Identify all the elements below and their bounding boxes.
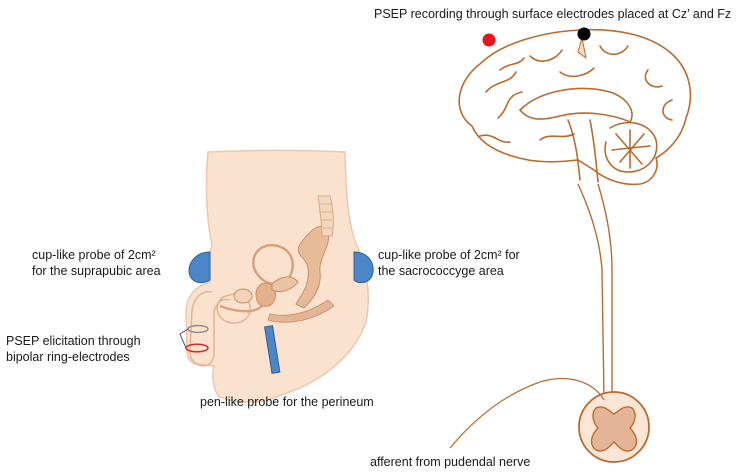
sacrum-stripes (319, 203, 332, 229)
seminal-vesicle (271, 276, 299, 293)
psep-elicitation-label-line1: PSEP elicitation through (6, 334, 141, 348)
gyrus-7 (479, 134, 511, 143)
gyrus-10 (499, 57, 525, 71)
perineum-probe (264, 325, 281, 374)
cerebellum-folia (611, 129, 651, 169)
gyrus-1 (485, 71, 517, 93)
suprapubic-probe-label-line1: cup-like probe of 2cm² (32, 248, 156, 262)
gyrus-9 (559, 67, 595, 78)
brainstem (567, 119, 599, 183)
sacrococcyge-probe (353, 251, 374, 284)
suprapubic-probe (188, 251, 211, 284)
bulb (233, 288, 253, 304)
psep-elicitation-label-line2: bipolar ring-electrodes (6, 350, 130, 364)
pelvis-illustration (185, 149, 370, 403)
brain-outline (458, 28, 692, 186)
sacrococcyge-probe-label-line1: cup-like probe of 2cm² for (378, 248, 520, 262)
gyrus-8 (539, 133, 575, 141)
ring-electrodes (179, 324, 209, 353)
gyrus-5 (644, 69, 663, 88)
grey-matter (590, 406, 638, 452)
electrode-lead (577, 37, 587, 60)
spinal-cross-section (578, 391, 650, 463)
gyrus-2 (497, 91, 523, 119)
sacrum (317, 195, 334, 237)
gyrus-3 (529, 49, 563, 62)
prostate (255, 282, 276, 307)
ring-wire (179, 328, 189, 349)
perineum-probe-label: pen-like probe for the perineum (200, 395, 374, 409)
pelvic-floor (267, 299, 335, 323)
electrode-cz-red (482, 33, 496, 47)
brain-illustration (458, 28, 692, 186)
psep-elicitation-label: PSEP elicitation through bipolar ring-el… (6, 333, 141, 365)
penis-outline (189, 290, 231, 367)
gyrus-6 (662, 99, 673, 121)
afferent-nerve-label: afferent from pudendal nerve (370, 455, 531, 469)
suprapubic-probe-label-line2: for the suprapubic area (32, 264, 161, 278)
electrode-fz-black (577, 27, 591, 41)
cerebellum (604, 121, 658, 173)
gyrus-4 (599, 45, 629, 56)
spinal-cord (577, 183, 613, 399)
suprapubic-probe-label: cup-like probe of 2cm² for the suprapubi… (32, 247, 161, 279)
sacrococcyge-probe-label: cup-like probe of 2cm² for the sacrococc… (378, 247, 520, 279)
afferent-nerve (449, 378, 605, 449)
urethra (219, 304, 263, 313)
psep-recording-label: PSEP recording through surface electrode… (374, 7, 732, 21)
sacrococcyge-probe-label-line2: the sacrococcyge area (378, 264, 504, 278)
corpus-callosum (518, 87, 633, 124)
